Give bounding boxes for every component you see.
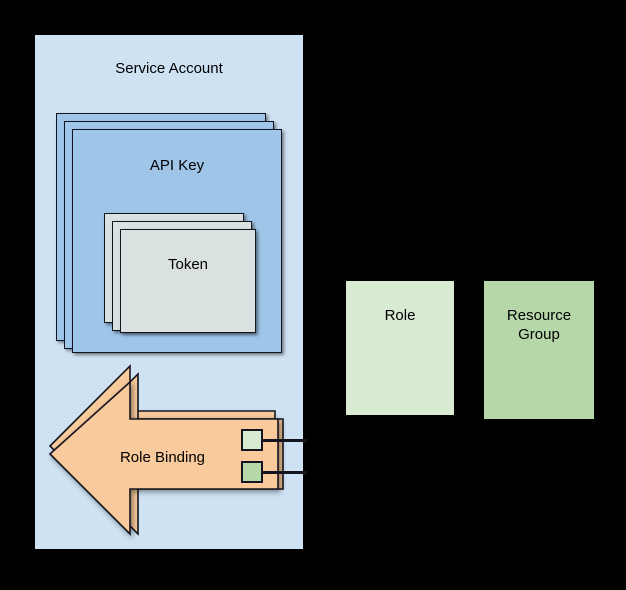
node-role-binding[interactable]: Role Binding: [48, 380, 279, 542]
role-binding-label: Role Binding: [119, 449, 206, 466]
token-label: Token: [167, 256, 209, 273]
node-resource-group[interactable]: Resource Group: [484, 281, 594, 419]
node-token[interactable]: Token: [120, 229, 256, 333]
resource-group-label: Resource Group: [506, 307, 572, 343]
connector-role-binding-to-role: [261, 439, 307, 442]
port-resource-group[interactable]: [241, 461, 263, 483]
node-role[interactable]: Role: [346, 281, 454, 415]
api-key-label: API Key: [149, 157, 205, 174]
connector-role-binding-to-resource-group: [261, 471, 307, 474]
service-account-label: Service Account: [115, 60, 223, 77]
port-role[interactable]: [241, 429, 263, 451]
role-label: Role: [384, 307, 416, 324]
